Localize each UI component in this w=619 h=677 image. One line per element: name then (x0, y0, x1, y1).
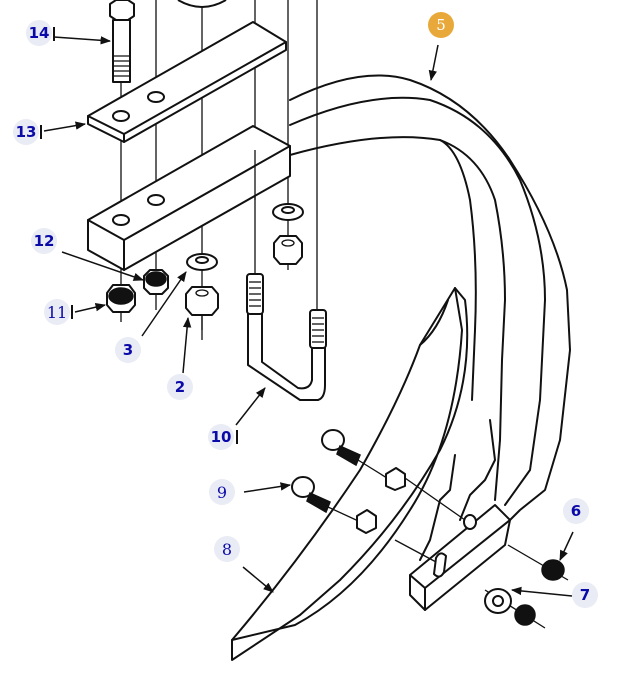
plow-bolt-lower (291, 476, 377, 534)
callout-13-tick (40, 125, 42, 139)
leader-10 (235, 387, 266, 426)
callout-10[interactable]: 10 (208, 424, 234, 450)
callout-13[interactable]: 13 (13, 119, 39, 145)
nut-2 (185, 286, 219, 330)
leader-9 (243, 482, 292, 493)
leader-7 (510, 586, 573, 597)
leader-14 (53, 36, 112, 45)
callout-7[interactable]: 7 (572, 582, 598, 608)
callout-3[interactable]: 3 (115, 337, 141, 363)
bracket-bolt-line-lower (394, 539, 437, 563)
washer-3 (186, 253, 218, 271)
callout-14-tick (53, 27, 55, 41)
leader-12 (61, 251, 144, 281)
leader-2 (182, 316, 192, 374)
clamp-plate (87, 21, 287, 143)
callout-12[interactable]: 12 (31, 228, 57, 254)
leader-3 (141, 271, 187, 337)
callout-9[interactable]: 9 (209, 479, 235, 505)
point (231, 287, 469, 661)
leader-5 (428, 44, 439, 82)
shank (289, 74, 571, 611)
leader-8 (242, 566, 274, 593)
callout-2[interactable]: 2 (167, 374, 193, 400)
callout-14[interactable]: 14 (26, 20, 52, 46)
washer-7 (484, 588, 512, 614)
bolt (109, 0, 135, 83)
nut-7 (514, 604, 536, 626)
leader-6 (559, 531, 574, 561)
top-washer-fragment (177, 0, 227, 8)
plow-bolt-upper (321, 429, 406, 491)
nut-11 (106, 284, 136, 322)
bracket-bolt-line-upper (404, 477, 466, 521)
callout-11-tick (71, 305, 73, 319)
leader-11 (74, 303, 107, 313)
callout-5[interactable]: 5 (428, 12, 454, 38)
u-bolt-thread-right (309, 309, 327, 349)
leader-lines (43, 36, 574, 597)
upper-washer-nut-stack (272, 203, 304, 265)
callout-8[interactable]: 8 (214, 536, 240, 562)
nut-12 (143, 269, 169, 310)
leader-13 (43, 121, 87, 132)
callout-11[interactable]: 11 (44, 299, 70, 325)
nut-6 (541, 559, 565, 581)
clamp-block (87, 125, 291, 271)
u-bolt (246, 273, 327, 401)
callout-6[interactable]: 6 (563, 498, 589, 524)
callout-10-tick (236, 430, 238, 444)
